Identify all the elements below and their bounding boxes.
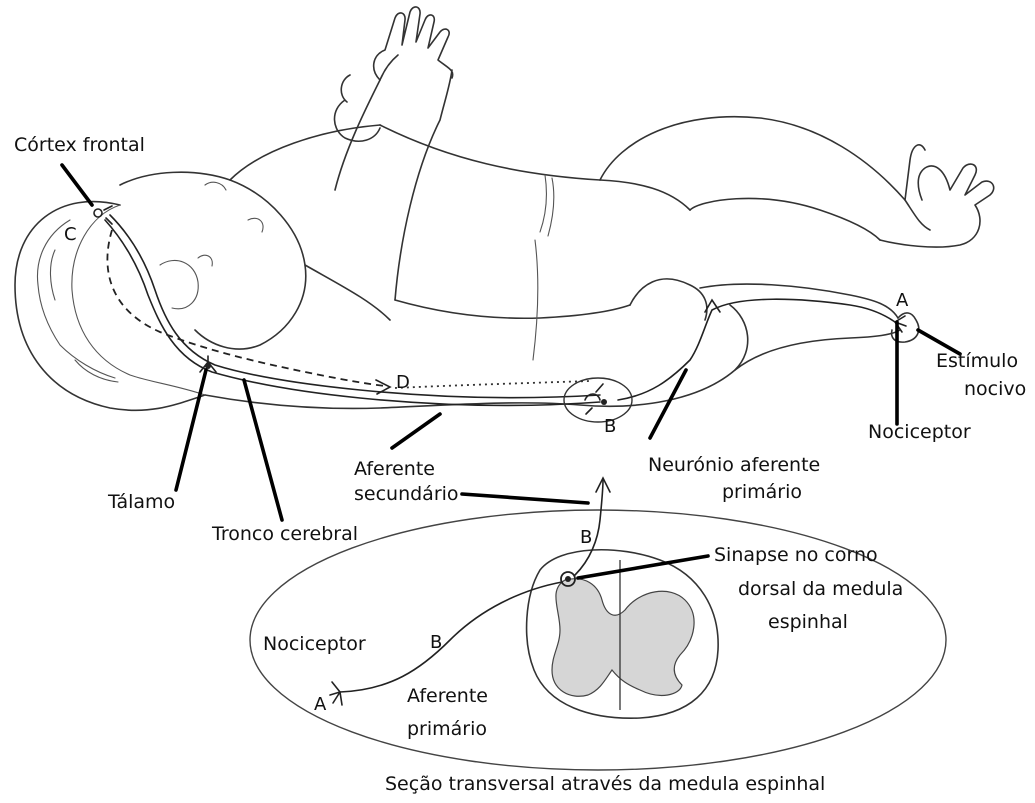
torso: [380, 125, 690, 318]
letter-a-inset: A: [314, 694, 327, 715]
diaper-band: [533, 175, 554, 360]
raised-leg: [600, 117, 930, 240]
ear: [160, 260, 198, 308]
face: [120, 172, 306, 349]
labels: Córtex frontal C Tálamo Tronco cerebral …: [14, 134, 1026, 795]
spinal-synapse-icon: [585, 384, 603, 414]
label-primary-neuron-1: Neurónio aferente: [648, 454, 820, 476]
raised-arm: [335, 55, 452, 300]
head-outline: [15, 202, 205, 411]
label-synapse-2: dorsal da medula: [738, 578, 903, 600]
label-noxious-stimulus-2: nocivo: [964, 378, 1026, 400]
leader-lines: [62, 165, 960, 578]
caption: Seção transversal através da medula espi…: [385, 773, 825, 795]
label-thalamus: Tálamo: [107, 491, 175, 513]
label-primary-afferent-2: primário: [407, 718, 487, 740]
label-nociceptor-body: Nociceptor: [868, 421, 971, 443]
hair: [37, 220, 118, 382]
letter-d: D: [396, 372, 410, 393]
inset-nociceptor-icon: [330, 682, 342, 705]
leader-secondary-afferent: [392, 414, 440, 448]
leader-frontal-cortex: [62, 165, 92, 205]
fist: [334, 75, 380, 141]
infant-illustration: [15, 7, 994, 410]
body-contour: [72, 205, 205, 395]
label-nociceptor-inset: Nociceptor: [263, 633, 366, 655]
dorsal-horn-synapse-core: [565, 576, 571, 582]
letter-b-inset-fiber: B: [430, 632, 442, 653]
letter-b-inset-top: B: [580, 527, 592, 548]
leader-synapse: [578, 556, 708, 578]
label-noxious-stimulus-1: Estímulo: [936, 350, 1018, 372]
lower-back: [205, 305, 748, 408]
neural-pathway: [94, 206, 906, 422]
letter-c: C: [64, 224, 77, 245]
grey-matter: [552, 579, 694, 697]
label-secondary-afferent-1: Aferente: [354, 458, 435, 480]
dashed-pathway: [107, 230, 385, 386]
thalamus-synapse-dot: [205, 363, 211, 369]
label-primary-neuron-2: primário: [722, 481, 802, 503]
facial-details: [198, 182, 263, 266]
label-synapse-1: Sinapse no corno: [714, 544, 878, 566]
letter-a-foot: A: [896, 290, 909, 311]
lower-leg: [630, 279, 900, 370]
leader-brainstem: [244, 380, 282, 520]
primary-afferent-fiber: [618, 299, 895, 400]
dotted-pathway: [395, 381, 590, 388]
label-secondary-afferent-2: secundário: [354, 483, 459, 505]
letter-b-spine: B: [604, 416, 616, 437]
ascending-fiber-parallel: [105, 220, 600, 405]
ascending-fiber: [110, 215, 600, 398]
label-brainstem: Tronco cerebral: [211, 523, 358, 545]
cortex-synapse-dot: [94, 209, 102, 217]
raised-foot: [880, 145, 994, 247]
shoulder: [230, 125, 390, 320]
label-frontal-cortex: Córtex frontal: [14, 134, 145, 156]
leader-secondary-to-inset: [462, 494, 588, 503]
spinal-synapse-dot: [601, 399, 607, 405]
label-primary-afferent-1: Aferente: [407, 685, 488, 707]
label-synapse-3: espinhal: [768, 611, 848, 633]
